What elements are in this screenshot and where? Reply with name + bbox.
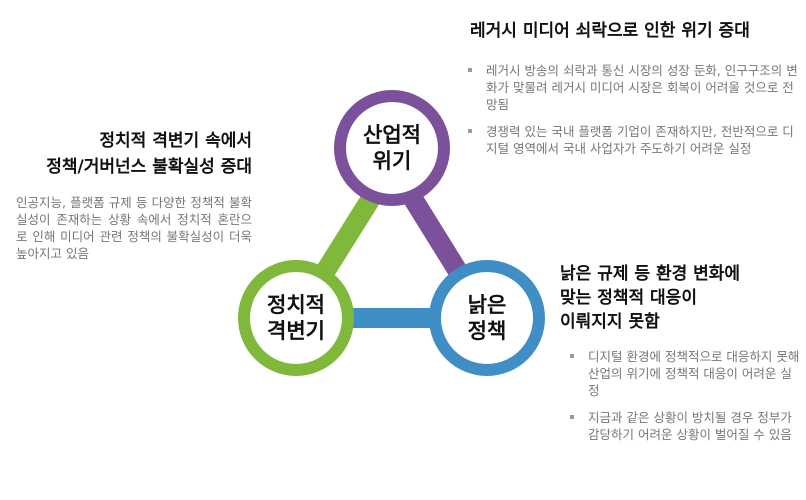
top-right-bullets: 레거시 방송의 쇠락과 통신 시장의 성장 둔화, 인구구조의 변화가 맞물려 … [458,62,800,157]
bullet-square-icon [468,129,472,133]
bullet-square-icon [468,68,472,72]
list-item: 레거시 방송의 쇠락과 통신 시장의 성장 둔화, 인구구조의 변화가 맞물려 … [458,62,800,113]
list-item: 지금과 같은 상황이 방치될 경우 정부가 감당하기 어려운 상황이 벌어질 수… [560,409,800,443]
top-right-section: 레거시 미디어 쇠락으로 인한 위기 증대 레거시 방송의 쇠락과 통신 시장의… [468,20,800,167]
list-item: 디지털 환경에 정책적으로 대응하지 못해 산업의 위기에 정책적 대응이 어려… [560,348,800,399]
left-section: 정치적 격변기 속에서 정책/거버넌스 불확실성 증대 인공지능, 플랫폼 규제… [6,128,252,262]
node-political-turmoil-line1: 정치적 [267,293,325,317]
bottom-right-title-line1: 낡은 규제 등 환경 변화에 [560,264,741,284]
bullet-text: 지금과 같은 상황이 방치될 경우 정부가 감당하기 어려운 상황이 벌어질 수… [588,410,792,442]
node-outdated-policy-line2: 정책 [467,319,507,343]
node-outdated-policy-line1: 낡은 [467,293,507,317]
bullet-text: 레거시 방송의 쇠락과 통신 시장의 성장 둔화, 인구구조의 변화가 맞물려 … [486,63,798,112]
bottom-right-title-line2: 맞는 정책적 대응이 [560,288,697,308]
node-industry-crisis [334,90,450,206]
left-title-line2: 정책/거버넌스 불확실성 증대 [46,157,252,177]
bottom-right-section: 낡은 규제 등 환경 변화에 맞는 정책적 대응이 이뤄지지 못함 디지털 환경… [560,262,800,453]
left-body: 인공지능, 플랫폼 규제 등 다양한 정책적 불확실성이 존재하는 상황 속에서… [16,195,252,261]
node-political-turmoil-label: 정치적 격변기 [236,292,356,344]
node-political-turmoil [238,260,354,376]
top-right-title: 레거시 미디어 쇠락으로 인한 위기 증대 [470,21,750,41]
left-title: 정치적 격변기 속에서 정책/거버넌스 불확실성 증대 [6,128,252,180]
node-outdated-policy [429,260,545,376]
node-industry-crisis-line2: 위기 [372,149,412,173]
bottom-right-title-line3: 이뤄지지 못함 [560,312,660,332]
bullet-text: 경쟁력 있는 국내 플랫폼 기업이 존재하지만, 전반적으로 디지털 영역에서 … [486,124,794,156]
bullet-square-icon [570,354,574,358]
bottom-right-bullets: 디지털 환경에 정책적으로 대응하지 못해 산업의 위기에 정책적 대응이 어려… [560,348,800,443]
node-industry-crisis-line1: 산업적 [363,123,421,147]
node-political-turmoil-line2: 격변기 [267,319,325,343]
bullet-text: 디지털 환경에 정책적으로 대응하지 못해 산업의 위기에 정책적 대응이 어려… [588,349,800,398]
bottom-right-title: 낡은 규제 등 환경 변화에 맞는 정책적 대응이 이뤄지지 못함 [560,262,800,334]
list-item: 경쟁력 있는 국내 플랫폼 기업이 존재하지만, 전반적으로 디지털 영역에서 … [458,123,800,157]
bullet-square-icon [570,415,574,419]
node-industry-crisis-label: 산업적 위기 [332,122,452,174]
left-title-line1: 정치적 격변기 속에서 [99,131,252,151]
node-outdated-policy-label: 낡은 정책 [427,292,547,344]
